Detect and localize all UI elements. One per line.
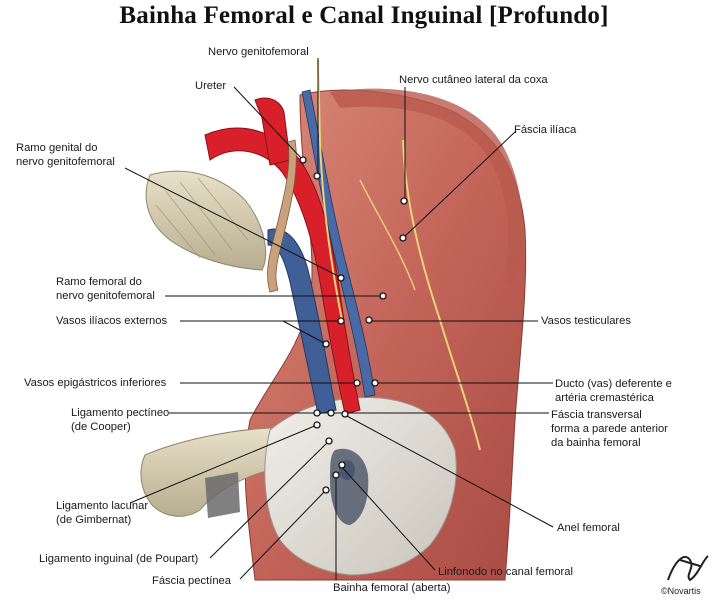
nerve-branch [359,179,416,291]
dot-ramo-femoral [379,292,387,300]
dot-lacunar [313,421,321,429]
dot-pectineo-2 [327,409,335,417]
label-vasos-iliacos: Vasos ilíacos externos [56,315,168,327]
ureter-vessel [267,139,297,293]
label-ramo-genital-2: nervo genitofemoral [16,156,115,168]
label-dots [299,156,408,494]
label-ramo-femoral-2: nervo genitofemoral [56,290,155,302]
dot-vasos-testiculares [365,316,373,324]
dot-fascia-iliaca [399,234,407,242]
label-nervo-genitofemoral: Nervo genitofemoral [208,46,309,58]
label-fascia-iliaca: Fáscia ilíaca [514,124,577,136]
dot-bainha [332,471,340,479]
label-ramo-femoral-1: Ramo femoral do [56,276,142,288]
label-lig-lacunar-1: Ligamento lacunar [56,500,149,512]
label-lig-pectineo-1: Ligamento pectíneo [71,407,170,419]
label-ureter: Ureter [195,80,227,92]
dot-genitofemoral [313,172,321,180]
testicular-vessels [301,89,376,398]
iliac-crest [330,88,523,291]
dot-fascia-transversal [341,410,349,418]
label-lig-lacunar-2: (de Gimbernat) [56,514,132,526]
publisher-mark: ©Novartis [661,586,701,596]
dot-vasos-iliacos-2 [322,340,330,348]
lateral-cutaneous-nerve-path [402,139,481,451]
dot-linfonodo [338,461,346,469]
dot-ramo-genital [337,274,345,282]
page-title: Bainha Femoral e Canal Inguinal [Profund… [119,2,609,29]
label-anel-femoral: Anel femoral [557,522,620,534]
dot-ducto [371,379,379,387]
dot-vasos-iliacos [337,317,345,325]
label-linfonodo: Linfonodo no canal femoral [438,566,573,578]
sacrum-bone [145,170,267,271]
label-fascia-transversal-1: Fáscia transversal [551,409,642,421]
dot-pectinea [322,486,330,494]
dot-nervo-cutaneo [400,197,408,205]
label-fascia-pectinea: Fáscia pectínea [152,575,231,587]
common-iliac-artery [254,97,291,166]
label-ramo-genital-1: Ramo genital do [16,142,98,154]
sacrum-striation [155,177,249,259]
label-lig-inguinal: Ligamento inguinal (de Poupart) [39,553,199,565]
label-ducto-1: Ducto (vas) deferente e [555,378,672,390]
netter-signature [667,555,709,582]
dot-pectineo [313,409,321,417]
label-fascia-transversal-2: forma a parede anterior [551,423,668,435]
dot-epigastricos [353,379,361,387]
leader-lines [124,58,554,580]
label-ducto-2: artéria cremastérica [555,392,654,404]
external-iliac-vein [267,228,337,415]
label-vasos-testiculares: Vasos testiculares [541,315,631,327]
label-lig-pectineo-2: (de Cooper) [71,421,131,433]
label-vasos-epigastricos: Vasos epigástricos inferiores [24,377,167,389]
label-fascia-transversal-3: da bainha femoral [551,437,641,449]
dot-inguinal [325,437,333,445]
dot-ureter [299,156,307,164]
label-nervo-cutaneo: Nervo cutâneo lateral da coxa [399,74,548,86]
pubic-band [205,472,240,518]
label-bainha-femoral: Bainha femoral (aberta) [333,582,451,594]
